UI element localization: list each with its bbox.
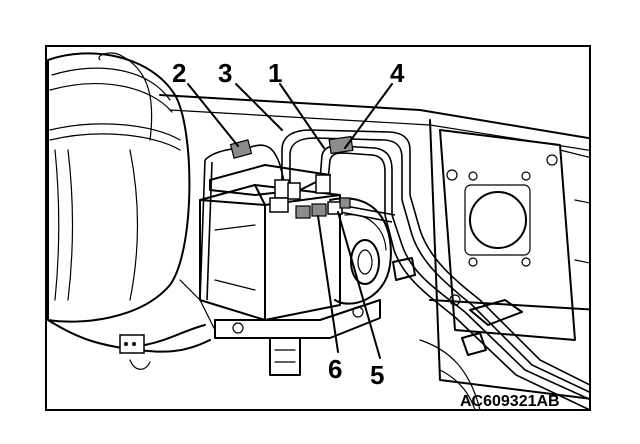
callout-4: 4 [390,58,405,88]
wiring-harness [47,319,211,370]
callout-3: 3 [218,58,232,88]
callout-2: 2 [172,58,186,88]
body-panel [159,94,589,409]
callout-5: 5 [370,360,384,390]
callout-6: 6 [328,354,342,384]
figure-code: AC609321AB [460,393,560,410]
callout-1: 1 [268,58,282,88]
leader-lines [187,83,393,359]
hydraulic-unit-body [199,164,392,321]
figure-frame [45,45,591,411]
brake-booster [47,52,191,323]
unit-bracket [179,279,381,376]
pipe-fittings [229,135,354,219]
